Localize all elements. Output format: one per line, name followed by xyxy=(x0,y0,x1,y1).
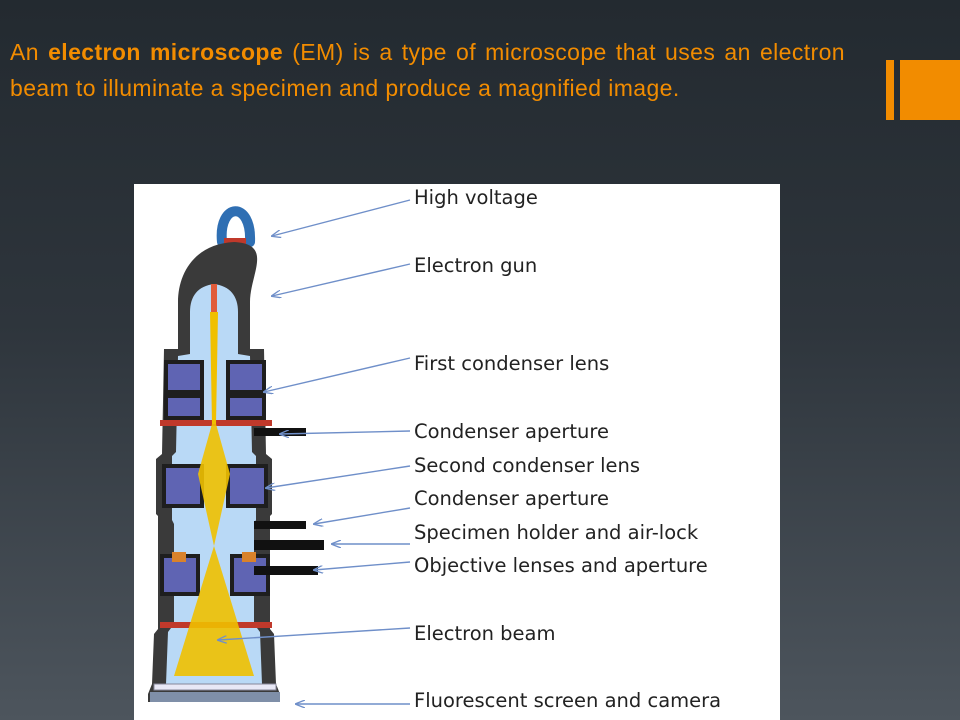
arrow-condenser-aperture-2 xyxy=(314,507,411,524)
objective-aperture-rod xyxy=(254,566,318,575)
microscope-illustration xyxy=(148,199,411,720)
label-high-voltage: High voltage xyxy=(414,186,538,209)
electron-beam-cone-3 xyxy=(174,546,254,676)
fluorescent-screen xyxy=(153,683,277,691)
second-condenser-aperture-rod xyxy=(254,521,306,529)
label-fluorescent-screen: Fluorescent screen and camera xyxy=(414,689,722,712)
label-first-condenser-lens: First condenser lens xyxy=(414,352,610,375)
arrow-electron-gun xyxy=(272,263,411,296)
accent-bar-thick xyxy=(900,60,960,120)
intro-term: electron microscope xyxy=(48,39,284,65)
objective-pole-left xyxy=(172,552,186,562)
intro-part-2: (EM) is a type of microscope that uses a… xyxy=(10,39,845,101)
electron-beam-cone-2 xyxy=(198,474,230,546)
first-condenser-coil-left xyxy=(164,360,204,394)
label-second-condenser-lens: Second condenser lens xyxy=(414,454,641,477)
high-voltage-cable xyxy=(216,206,256,247)
first-condenser-coil-right xyxy=(226,360,266,394)
electron-beam-cone-1 xyxy=(198,424,230,474)
second-condenser-coil-right xyxy=(226,464,268,508)
label-electron-gun: Electron gun xyxy=(414,254,538,277)
first-condenser-coil-right-2 xyxy=(226,394,266,420)
electron-beam-upper xyxy=(210,312,218,424)
electron-gun-filament xyxy=(211,284,217,312)
arrow-condenser-aperture xyxy=(280,431,411,434)
arrow-high-voltage xyxy=(272,199,411,236)
label-condenser-aperture: Condenser aperture xyxy=(414,420,609,443)
objective-coil-left xyxy=(160,554,200,596)
accent-bar-thin xyxy=(886,60,894,120)
condenser-aperture-rod xyxy=(254,428,306,436)
label-condenser-aperture-2: Condenser aperture xyxy=(414,487,609,510)
objective-pole-right xyxy=(242,552,256,562)
base-plate xyxy=(150,692,280,702)
second-condenser-coil-left xyxy=(162,464,204,508)
intro-part-1: An xyxy=(10,39,49,65)
arrow-first-condenser xyxy=(264,357,411,392)
arrow-electron-beam xyxy=(218,627,411,640)
label-electron-beam: Electron beam xyxy=(414,622,556,645)
arrow-second-condenser xyxy=(266,465,411,488)
label-specimen-holder: Specimen holder and air-lock xyxy=(414,521,699,544)
first-condenser-coil-left-2 xyxy=(164,394,204,420)
label-objective-lenses: Objective lenses and aperture xyxy=(414,554,708,577)
arrow-objective-lenses xyxy=(314,561,411,570)
gun-connector xyxy=(224,238,246,246)
electron-microscope-diagram: High voltage Electron gun First condense… xyxy=(134,184,780,720)
specimen-holder-rod xyxy=(254,540,324,550)
intro-text: An electron microscope (EM) is a type of… xyxy=(10,34,845,106)
